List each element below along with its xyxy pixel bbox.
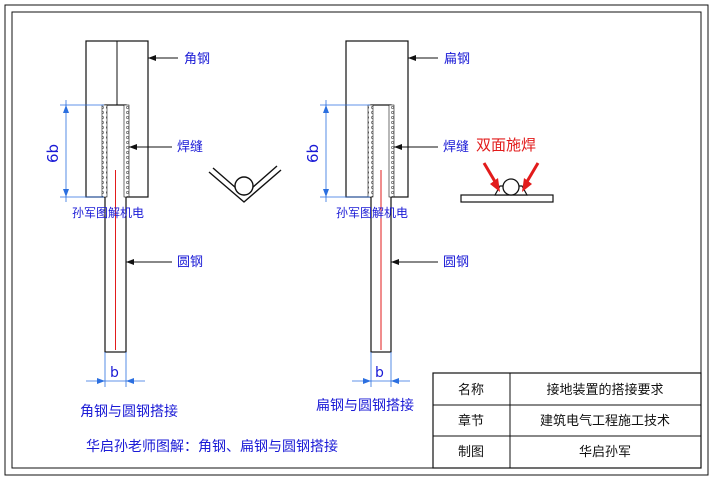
label-round-bar: 圆钢 xyxy=(177,255,203,270)
dim-b-left: b xyxy=(110,365,119,381)
title-label-chapter: 章节 xyxy=(458,413,484,429)
title-value-chapter: 建筑电气工程施工技术 xyxy=(540,413,670,429)
inner-frame xyxy=(11,11,702,469)
weld-seam-right-right xyxy=(388,104,395,198)
weld-seam-left xyxy=(101,104,108,198)
right-figure: 扁钢 焊缝 圆钢 6b 孙军图解机电 b 扁钢与圆钢搭接 xyxy=(304,40,470,414)
round-bar-section-right xyxy=(502,178,520,196)
dim-b-right: b xyxy=(375,365,384,381)
label-weld-right: 焊缝 xyxy=(443,139,469,155)
label-angle-steel: 角钢 xyxy=(184,52,210,67)
title-value-name: 接地装置的搭接要求 xyxy=(546,382,663,398)
arrow-right-red xyxy=(522,162,540,192)
watermark-right: 孙军图解机电 xyxy=(336,206,408,220)
leader-angle xyxy=(148,55,178,61)
leader-round-bar-right xyxy=(391,259,438,265)
flat-steel-section xyxy=(460,194,554,203)
dim-6b-right: 6b xyxy=(304,144,322,163)
dim-6b-left: 6b xyxy=(44,144,62,163)
label-round-bar-right: 圆钢 xyxy=(443,255,469,270)
label-double-weld: 双面施焊 xyxy=(476,136,536,154)
leader-flat xyxy=(408,55,438,61)
arrow-left-red xyxy=(482,162,500,192)
title-block: 名称 接地装置的搭接要求 章节 建筑电气工程施工技术 制图 华启孙军 xyxy=(432,372,702,469)
dimension-bottom xyxy=(86,352,145,387)
footer-caption: 华启孙老师图解：角钢、扁钢与圆钢搭接 xyxy=(86,438,338,455)
label-weld: 焊缝 xyxy=(177,139,203,155)
title-value-drawn: 华启孙军 xyxy=(579,445,631,460)
dimension-vertical xyxy=(60,100,104,202)
caption-left: 角钢与圆钢搭接 xyxy=(80,403,178,420)
leader-round-bar xyxy=(126,259,172,265)
label-flat-steel: 扁钢 xyxy=(444,52,470,67)
flat-cross-section: 双面施焊 xyxy=(460,136,554,203)
dimension-vertical-right xyxy=(320,100,370,202)
title-label-name: 名称 xyxy=(458,382,484,398)
watermark-left: 孙军图解机电 xyxy=(72,206,144,220)
leader-weld xyxy=(129,144,172,150)
weld-seam-right xyxy=(123,104,130,198)
title-label-drawn: 制图 xyxy=(458,445,484,460)
round-bar-section xyxy=(234,176,254,196)
weld-seam-left-right xyxy=(367,104,374,198)
caption-right: 扁钢与圆钢搭接 xyxy=(316,397,414,414)
outer-frame xyxy=(4,4,709,476)
angle-cross-section xyxy=(208,165,282,203)
dimension-bottom-right xyxy=(352,352,410,387)
leader-weld-right xyxy=(394,144,438,150)
left-figure: 角钢 焊缝 圆钢 6b 孙军图解机电 b 角 xyxy=(44,40,210,420)
